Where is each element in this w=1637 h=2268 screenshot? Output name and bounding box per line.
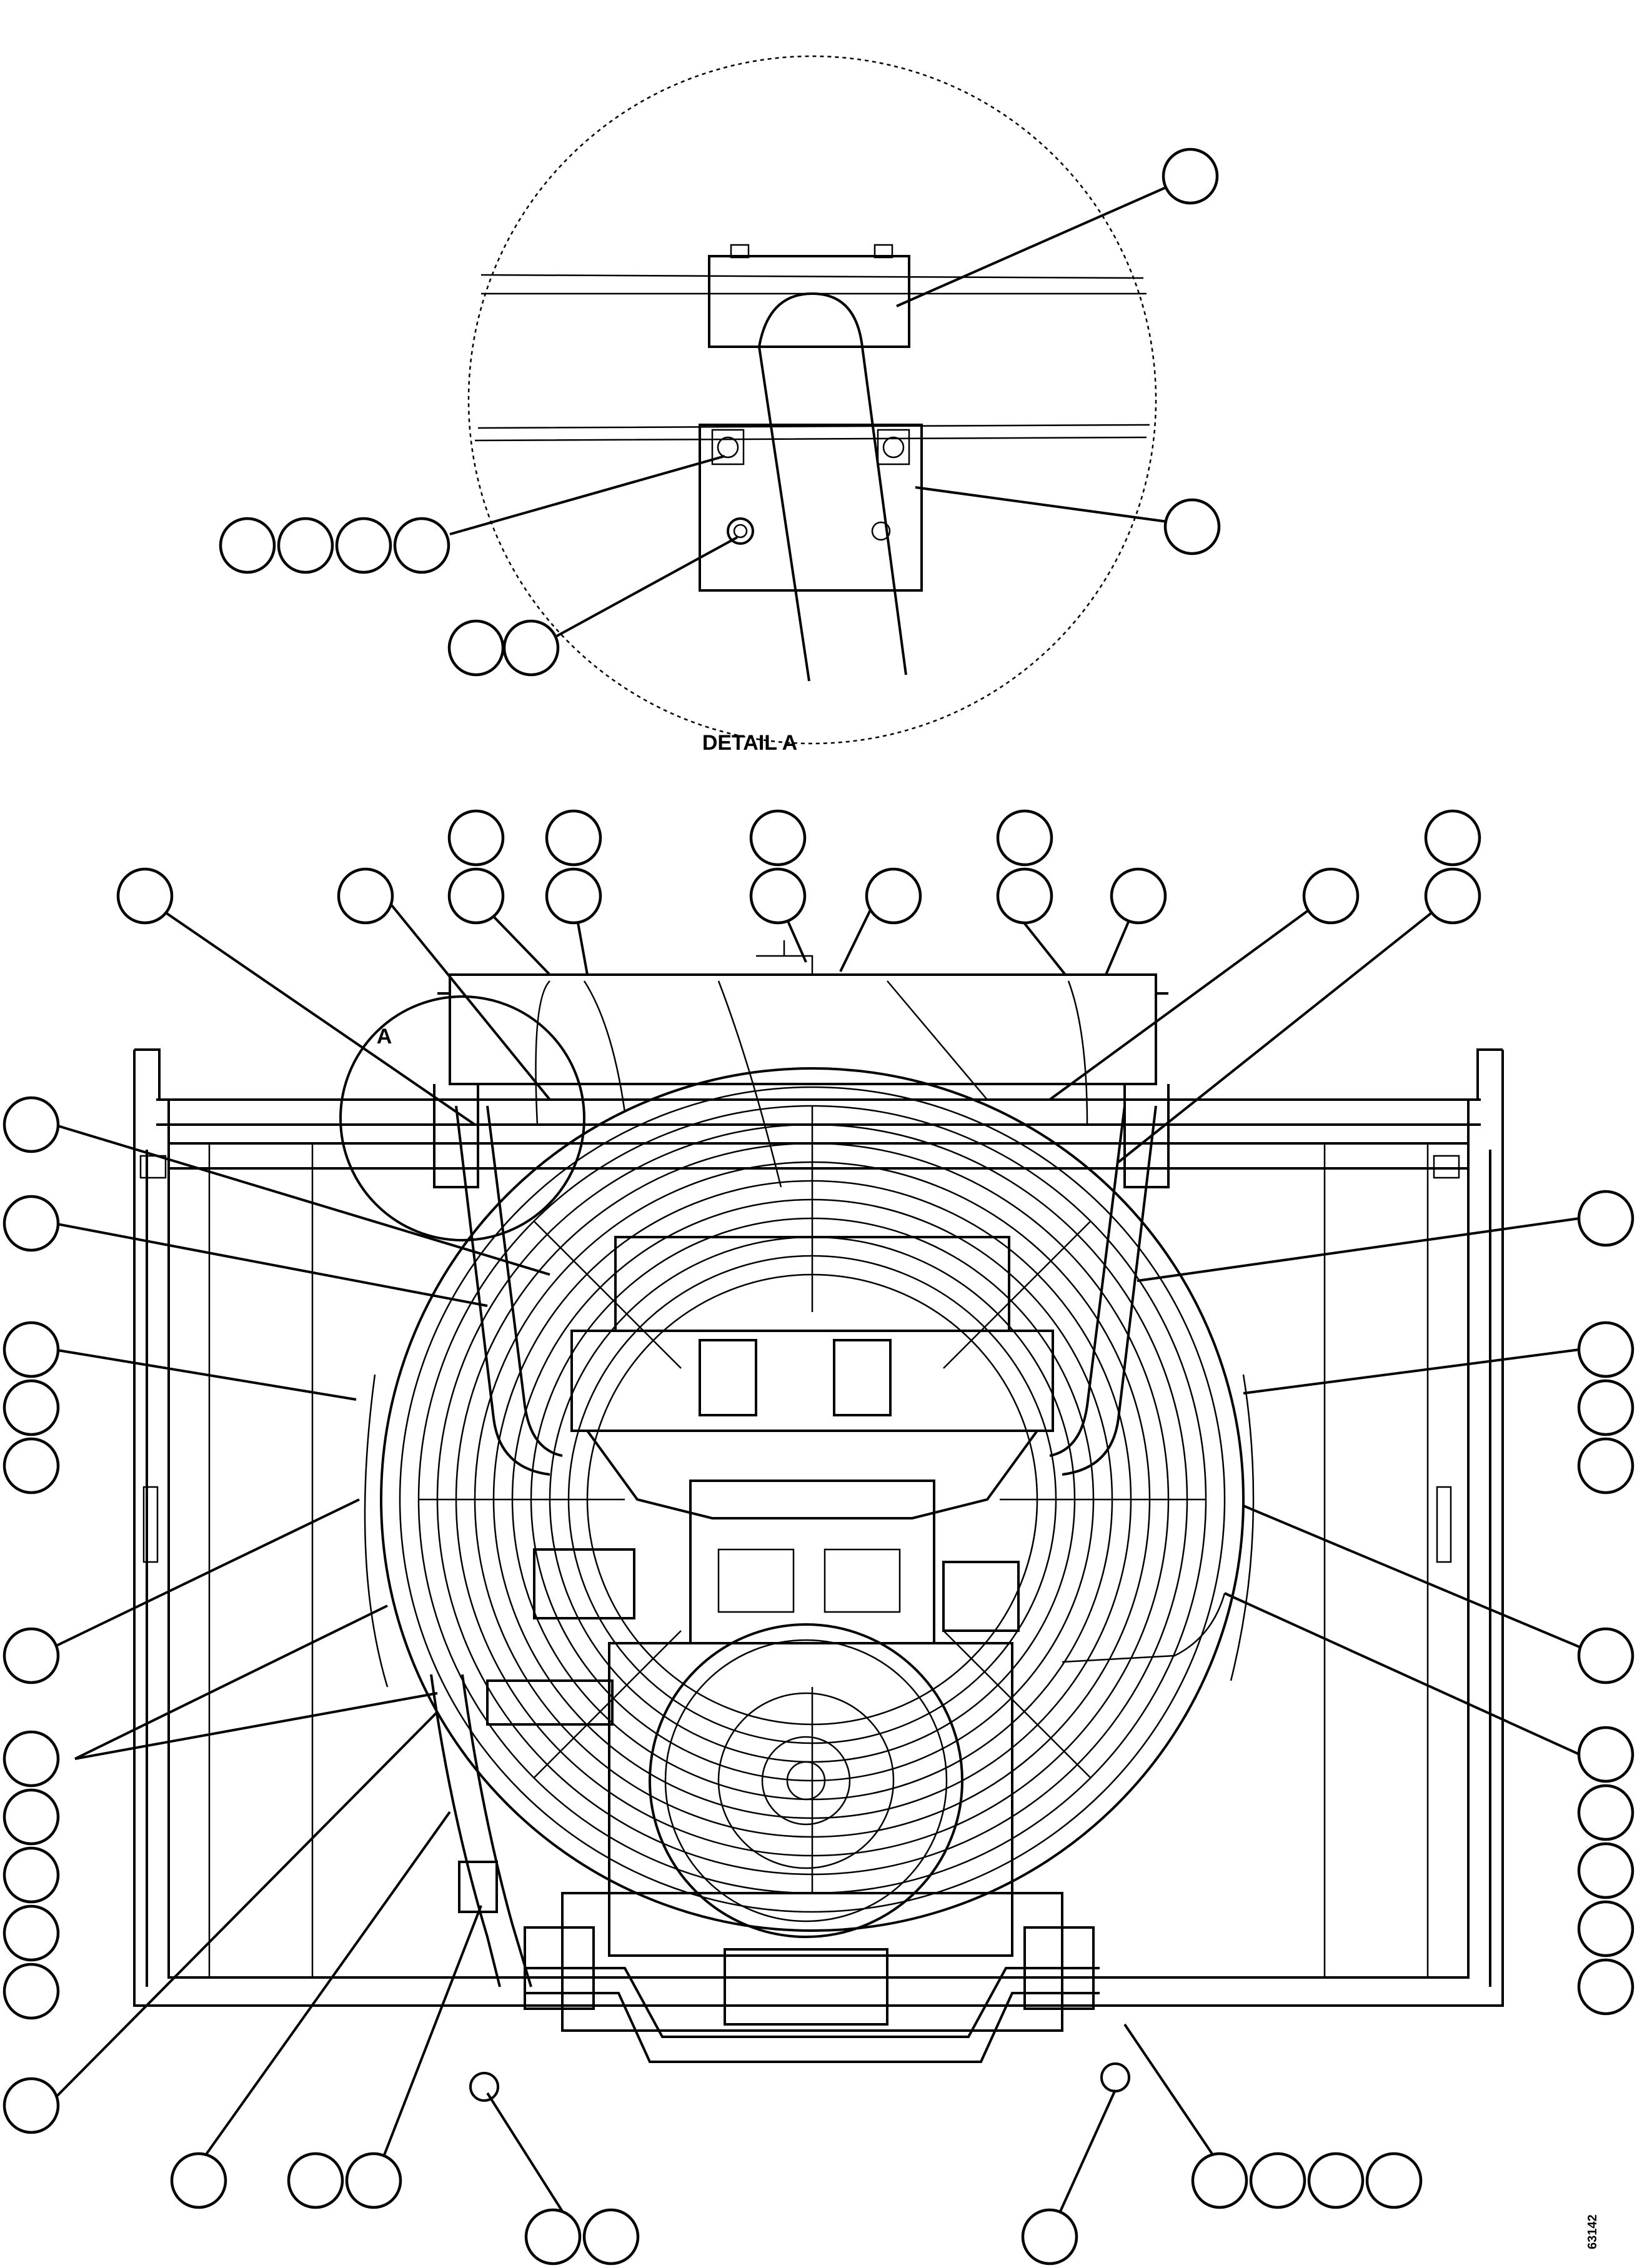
callout-bubble (749, 867, 807, 925)
callout-bubble (2, 2077, 60, 2134)
callout-bubble (277, 517, 334, 574)
callout-bubble (749, 809, 807, 867)
callout-bubble (2, 1846, 60, 1904)
callout-bubble (1577, 1726, 1635, 1783)
radiator-top-tank (433, 973, 1170, 1188)
callout-bubble (524, 2208, 582, 2266)
detail-a-view: DETAIL A (219, 55, 1221, 755)
callout-bubble (1577, 1842, 1635, 1899)
detail-a-mounting-plate (699, 424, 923, 592)
callout-bubble (1577, 1190, 1635, 1247)
bottom-hose (430, 1674, 532, 1987)
callout-bubble (545, 809, 602, 867)
callout-bubble (1307, 2152, 1365, 2209)
callout-bubble (1021, 2208, 1078, 2266)
left-radiator-hose (455, 1105, 563, 1476)
callout-bubble (447, 619, 505, 677)
detail-a-marker-circle (339, 995, 585, 1241)
callout-bubble (345, 2152, 402, 2209)
callout-bubbles-right (1577, 1190, 1635, 2016)
callout-bubble (287, 2152, 344, 2209)
callout-bubble (545, 867, 602, 925)
callout-bubble (219, 517, 276, 574)
engine (486, 1236, 1100, 2063)
detail-a-boundary-circle (467, 55, 1157, 745)
callout-bubble (2, 1321, 60, 1378)
callout-bubble (1424, 867, 1481, 925)
callout-bubble (502, 619, 560, 677)
callout-leaders (52, 897, 1580, 2222)
callout-bubble (337, 867, 394, 925)
callout-bubble (996, 867, 1053, 925)
callout-bubbles-top (116, 809, 1481, 925)
detail-a-marker-label: A (377, 1025, 392, 1048)
detail-a-tube (758, 292, 907, 682)
callout-bubble (447, 809, 505, 867)
detail-a-label: DETAIL A (702, 731, 797, 755)
callout-bubbles-left (2, 1096, 60, 2134)
callout-bubble (1365, 2152, 1423, 2209)
callout-bubble (1163, 498, 1221, 555)
callout-bubble (582, 2208, 640, 2266)
callout-bubble (1577, 1784, 1635, 1841)
callout-bubble (1162, 147, 1219, 205)
callout-bubble (996, 809, 1053, 867)
callout-bubble (2, 1437, 60, 1495)
callout-bubble (1577, 1627, 1635, 1684)
callout-bubble (2, 1788, 60, 1846)
callout-bubble (116, 867, 174, 925)
detail-a-bolt (727, 517, 754, 545)
callout-bubble (1577, 1379, 1635, 1436)
callout-bubble (1249, 2152, 1306, 2209)
fan-shroud (380, 1067, 1245, 1932)
callout-bubble (1577, 1958, 1635, 2016)
callout-bubble (865, 867, 922, 925)
callout-bubble (1577, 1321, 1635, 1378)
callout-bubble (2, 1904, 60, 1962)
callout-bubble (1424, 809, 1481, 867)
callout-bubble (1191, 2152, 1248, 2209)
right-radiator-hose (1049, 1105, 1157, 1476)
figure-number: 63142 (1586, 2214, 1600, 2249)
callout-bubble (2, 1195, 60, 1252)
flywheel (649, 1623, 963, 1938)
callout-bubble (2, 1379, 60, 1436)
callout-bubble (447, 867, 505, 925)
callout-bubble (393, 517, 450, 574)
fan-guard (417, 1105, 1207, 1894)
callout-bubble (2, 1962, 60, 2020)
callout-bubble (1110, 867, 1167, 925)
callout-bubble (1302, 867, 1360, 925)
callout-bubble (2, 1730, 60, 1788)
detail-a-upper-clamp (708, 255, 910, 348)
callout-bubbles-bottom (170, 2152, 1423, 2266)
callout-bubble (1577, 1900, 1635, 1957)
callout-bubble (170, 2152, 227, 2209)
callout-bubble (2, 1627, 60, 1684)
callout-bubble (335, 517, 392, 574)
main-assembly-view: A (2, 809, 1635, 2266)
callout-bubble (1577, 1437, 1635, 1495)
callout-bubble (2, 1096, 60, 1153)
